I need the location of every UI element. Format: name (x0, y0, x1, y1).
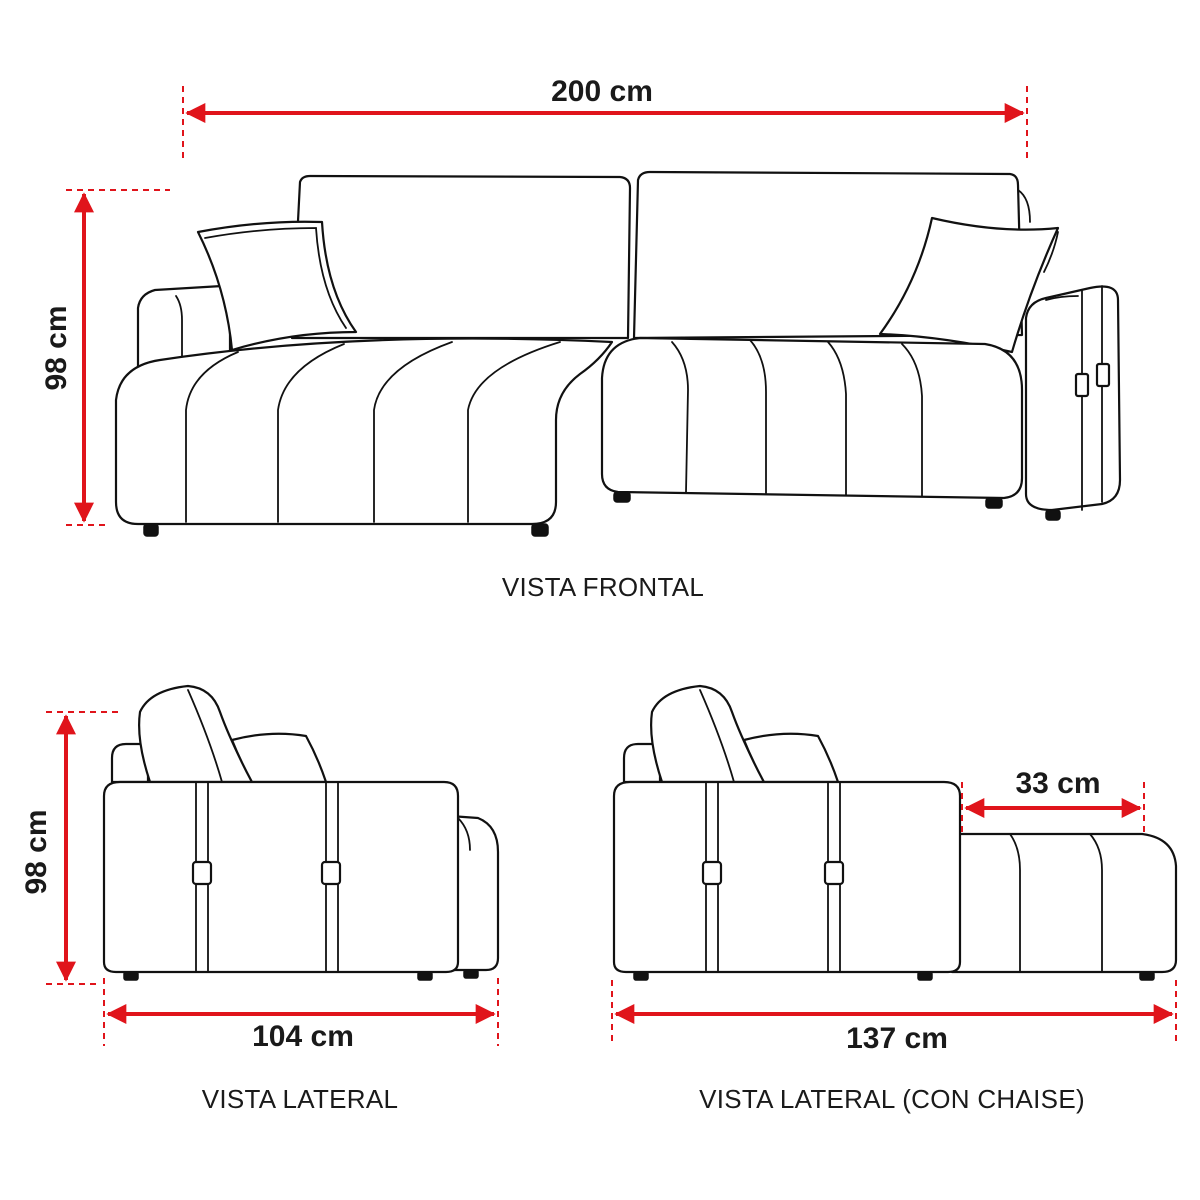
side-chaise-view-caption: VISTA LATERAL (CON CHAISE) (699, 1084, 1085, 1114)
front-height-label: 98 cm (40, 305, 73, 390)
side-body (102, 780, 460, 974)
side-pillow (230, 732, 328, 784)
right-seat (600, 336, 1024, 500)
side-chaise-view-drawing (612, 684, 1178, 981)
chaise-depth-label: 137 cm (846, 1022, 948, 1055)
side-depth-label: 104 cm (252, 1020, 354, 1053)
left-back-cushion (290, 174, 632, 340)
side-chaise-dimension-lines (611, 782, 1177, 1046)
front-width-label: 200 cm (551, 75, 653, 108)
side-view-drawing (102, 684, 500, 981)
side-view-caption: VISTA LATERAL (201, 1084, 399, 1114)
chaise-seat (114, 337, 614, 526)
front-view-caption: VISTA FRONTAL (501, 572, 705, 602)
side-back-cushion (138, 684, 254, 784)
side-dimension-lines (46, 711, 499, 1046)
side-height-label: 98 cm (20, 809, 53, 894)
chaise-view-body (612, 780, 962, 974)
chaise-view-pillow (742, 732, 840, 784)
front-view-drawing (114, 170, 1122, 537)
front-dimension-lines (66, 86, 1028, 526)
side-chaise-end (448, 814, 500, 972)
chaise-extension-label: 33 cm (1015, 767, 1100, 800)
left-pillow (196, 220, 358, 352)
chaise-extension (950, 832, 1178, 974)
right-pillow (878, 216, 1060, 354)
chaise-view-back-cushion (650, 684, 766, 784)
right-arm (1024, 285, 1122, 512)
